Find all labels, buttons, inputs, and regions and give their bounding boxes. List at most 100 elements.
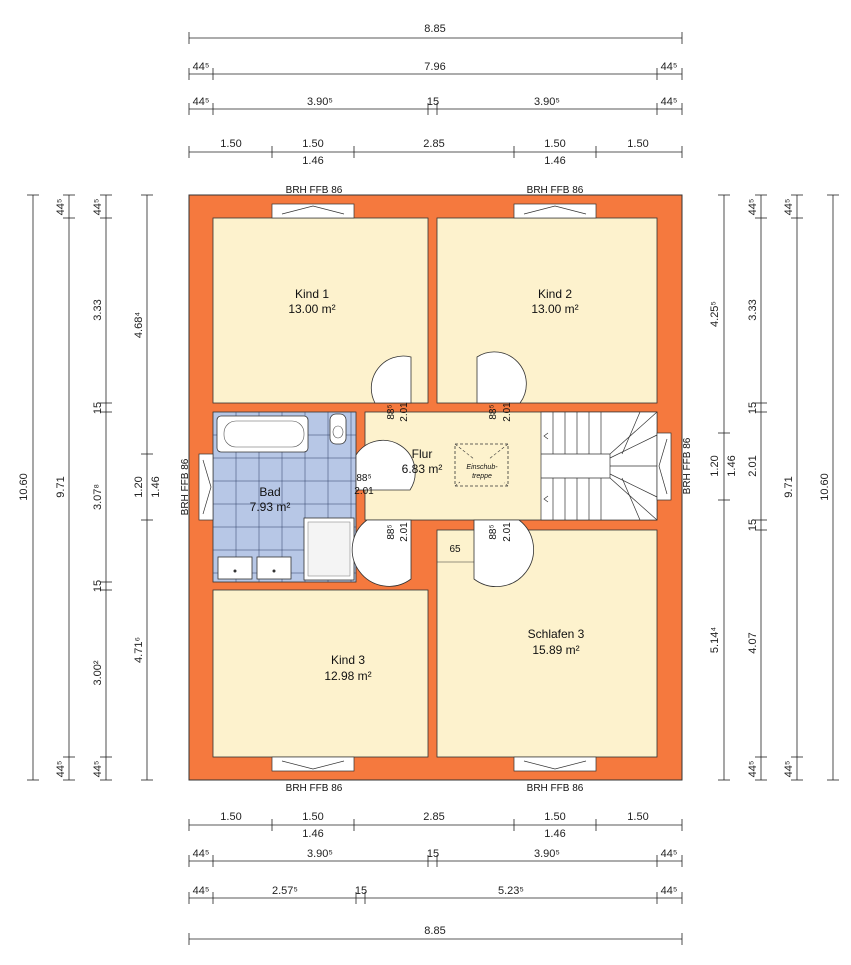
dim-left2-b: 3.07⁸ — [92, 484, 104, 510]
left-dimensions: 10.60 44⁵ 9.71 44⁵ 44⁵ 3.33 15 3.07⁸ 15 … — [18, 194, 162, 781]
dim-left2-wb: 44⁵ — [92, 761, 104, 778]
door-kind-3-width: 88⁵ — [386, 524, 397, 539]
dim-bot1-e: 1.50 — [627, 811, 648, 823]
dim-bot3-a: 2.57⁵ — [272, 885, 298, 897]
door-kind-3 — [351, 519, 412, 587]
dim-bot1-b-h: 1.46 — [302, 828, 323, 840]
brh-kind-2: BRH FFB 86 — [527, 185, 584, 196]
dim-top3-a: 1.50 — [220, 138, 241, 150]
staircase — [540, 411, 658, 521]
door-kind-2-height: 2.01 — [502, 402, 513, 422]
room-label-kind-3: Kind 3 — [331, 653, 365, 667]
brh-kind-1: BRH FFB 86 — [286, 185, 343, 196]
door-schlafen-3 — [473, 519, 534, 587]
dim-bot2-half-l: 3.90⁵ — [307, 848, 333, 860]
attic-hatch: Einschub- treppe — [454, 443, 509, 487]
dim-bot1-d-h: 1.46 — [544, 828, 565, 840]
room-label-kind-2: Kind 2 — [538, 287, 572, 301]
dim-left2-a: 3.33 — [92, 299, 104, 320]
window-stairs — [656, 432, 672, 501]
sink-left — [217, 556, 253, 580]
dim-top-inner: 7.96 — [424, 61, 445, 73]
dim-left2-m1: 15 — [92, 402, 104, 414]
bathtub-basin — [223, 420, 305, 448]
building: Einschub- treppe 65 — [180, 185, 693, 794]
einschub-label-2: treppe — [472, 473, 492, 480]
door-kind-2 — [476, 351, 527, 404]
dim-top-wall-l: 44⁵ — [193, 61, 210, 73]
dim-top-wall-r: 44⁵ — [661, 61, 678, 73]
dim-left3-a: 4.68⁴ — [133, 312, 145, 338]
dim-top-total: 8.85 — [424, 23, 445, 35]
room-area-kind-2: 13.00 m² — [531, 302, 578, 316]
dim-bot2-wall-r: 44⁵ — [661, 848, 678, 860]
dim-right2-b: 2.01 — [747, 455, 759, 476]
dim-top2-wall-l: 44⁵ — [193, 96, 210, 108]
door-kind-3-height: 2.01 — [399, 522, 410, 542]
sink-right — [256, 556, 292, 580]
dim-right2-c: 4.07 — [747, 632, 759, 653]
dim-bot3-wall-r: 44⁵ — [661, 885, 678, 897]
room-area-schlafen-3: 15.89 m² — [532, 643, 579, 657]
door-schlafen-height: 2.01 — [502, 522, 513, 542]
brh-stairs: BRH FFB 86 — [682, 437, 693, 494]
dim-top3-d-h: 1.46 — [544, 155, 565, 167]
dim-left2-m2: 15 — [92, 580, 104, 592]
dim-bot1-c: 2.85 — [423, 811, 444, 823]
dim-right3-wb: 44⁵ — [783, 761, 795, 778]
right-dimensions: 4.25⁵ 1.20 1.46 5.14⁴ 44⁵ 3.33 15 2.01 1… — [709, 194, 839, 781]
dim-right2-m2: 15 — [747, 519, 759, 531]
bottom-dimensions: 1.50 1.50 2.85 1.50 1.50 1.46 1.46 44⁵ 3… — [188, 811, 683, 945]
door-kind-2-width: 88⁵ — [488, 404, 499, 419]
dim-bot3-mid: 15 — [355, 885, 367, 897]
window-bad — [198, 453, 214, 521]
room-kind-3 — [212, 589, 429, 758]
dim-bot3-wall-l: 44⁵ — [193, 885, 210, 897]
top-dimensions: 8.85 44⁵ 7.96 44⁵ 44⁵ 3.90⁵ 15 3.90⁵ 44⁵… — [188, 23, 683, 167]
room-label-bad: Bad — [259, 485, 280, 499]
room-label-schlafen-3: Schlafen 3 — [528, 627, 585, 641]
dim-top3-b-h: 1.46 — [302, 155, 323, 167]
brh-kind-3: BRH FFB 86 — [286, 783, 343, 794]
dim-right3-wt: 44⁵ — [783, 199, 795, 216]
dim-left3-b-h: 1.46 — [150, 476, 162, 497]
dim-top3-b: 1.50 — [302, 138, 323, 150]
room-area-flur: 6.83 m² — [402, 462, 443, 476]
door-bad-width: 88⁵ — [356, 473, 371, 484]
brh-bad: BRH FFB 86 — [180, 458, 191, 515]
room-area-kind-3: 12.98 m² — [324, 669, 371, 683]
dim-right2-a: 3.33 — [747, 299, 759, 320]
dim-right3-inner: 9.71 — [783, 476, 795, 497]
door-schlafen-width: 88⁵ — [488, 524, 499, 539]
doors — [351, 351, 534, 587]
brh-schlafen-3: BRH FFB 86 — [527, 783, 584, 794]
dim-right2-wt: 44⁵ — [747, 199, 759, 216]
dim-left3-b: 1.20 — [133, 476, 145, 497]
dim-bot1-d: 1.50 — [544, 811, 565, 823]
dim-bot-total: 8.85 — [424, 925, 445, 937]
window-kind-2 — [513, 203, 597, 219]
dim-left1-inner: 9.71 — [55, 476, 67, 497]
room-kind-2 — [436, 217, 658, 404]
dim-left2-c: 3.00² — [92, 660, 104, 685]
window-kind-1 — [271, 203, 355, 219]
dim-right1-a: 4.25⁵ — [709, 301, 721, 327]
door-kind-1 — [370, 355, 412, 404]
dim-top3-d: 1.50 — [544, 138, 565, 150]
dim-right2-wb: 44⁵ — [747, 761, 759, 778]
room-area-bad: 7.93 m² — [250, 500, 291, 514]
door-kind-1-height: 2.01 — [399, 402, 410, 422]
dim-left1-wt: 44⁵ — [55, 199, 67, 216]
dim-bot2-mid: 15 — [427, 848, 439, 860]
dim-right1-b: 1.20 — [709, 455, 721, 476]
room-label-flur: Flur — [412, 447, 433, 461]
dim-left-total: 10.60 — [18, 473, 30, 501]
dim-right1-b-h: 1.46 — [726, 455, 738, 476]
dim-top3-e: 1.50 — [627, 138, 648, 150]
dim-right-total: 10.60 — [819, 473, 831, 501]
dim-left2-wt: 44⁵ — [92, 199, 104, 216]
dim-left1-wb: 44⁵ — [55, 761, 67, 778]
door-bad-height: 2.01 — [354, 486, 374, 497]
dim-left3-c: 4.71⁶ — [133, 637, 145, 663]
